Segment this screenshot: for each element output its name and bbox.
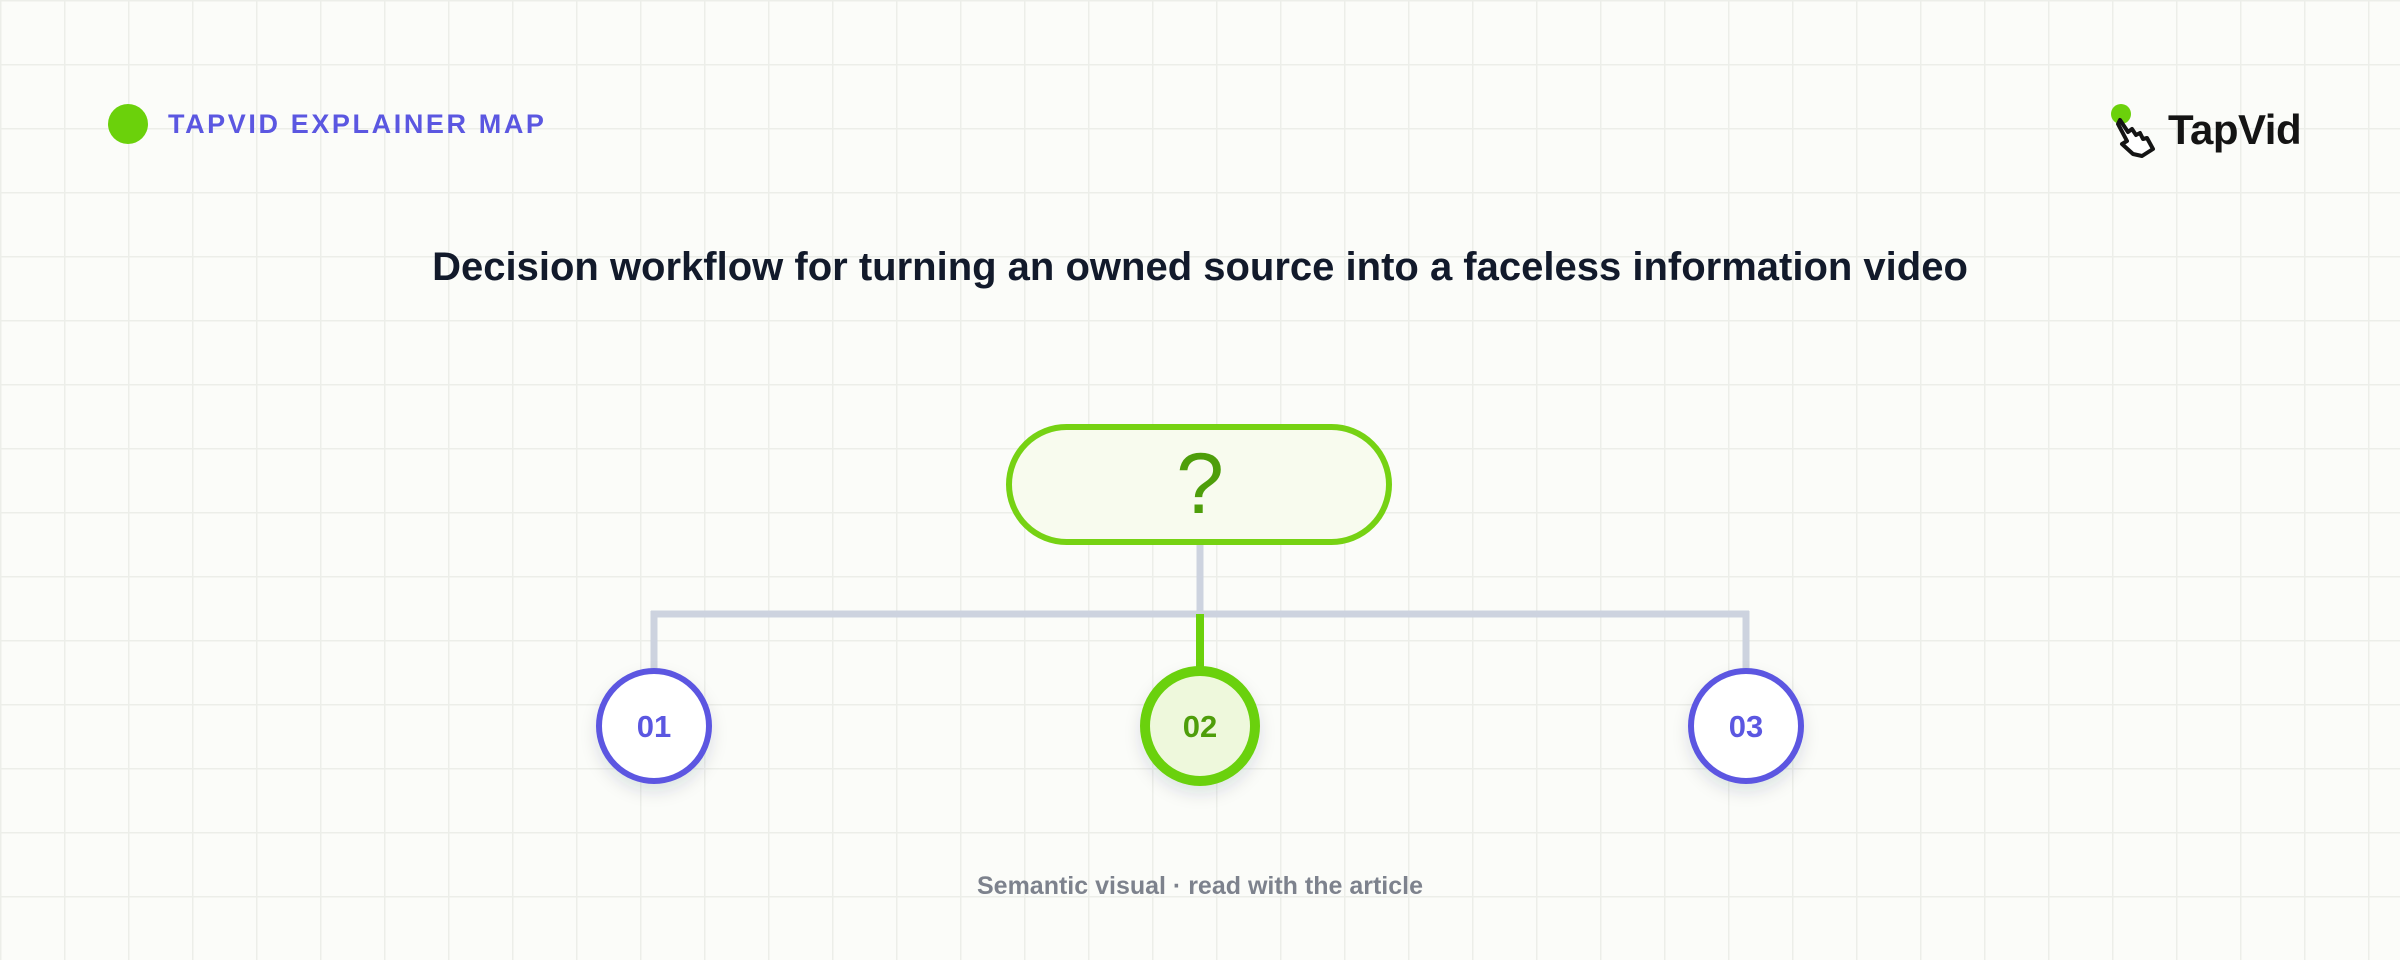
hand-pointer-icon xyxy=(2111,104,2155,158)
decision-node[interactable]: ? xyxy=(1006,424,1392,545)
brand-header: TAPVID EXPLAINER MAP xyxy=(108,104,547,144)
option-label-03: 03 xyxy=(1729,709,1763,744)
option-node-02[interactable] xyxy=(1140,666,1260,786)
page-title: Decision workflow for turning an owned s… xyxy=(432,245,1968,289)
option-label-01: 01 xyxy=(637,709,671,744)
brand-dot-icon xyxy=(108,104,148,144)
decision-question-label: ? xyxy=(1176,436,1224,532)
option-node-01[interactable] xyxy=(596,668,712,784)
tapvid-logo[interactable]: TapVid xyxy=(2106,102,2302,158)
option-node-03[interactable] xyxy=(1688,668,1804,784)
logo-text: TapVid xyxy=(2168,106,2302,153)
option-label-02: 02 xyxy=(1183,709,1217,744)
footer-caption: Semantic visual · read with the article xyxy=(977,872,1423,900)
brand-label: TAPVID EXPLAINER MAP xyxy=(168,108,547,139)
